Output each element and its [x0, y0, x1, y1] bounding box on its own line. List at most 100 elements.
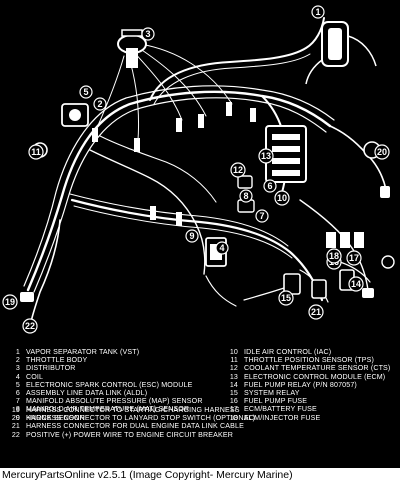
callout-circle — [326, 248, 342, 264]
callout-14: 14 — [348, 276, 364, 292]
legend-item-number: 22 — [11, 430, 20, 439]
legend-item-number: 9 — [15, 413, 20, 422]
legend-item-text: ECM/INJECTOR FUSE — [244, 413, 321, 422]
callout-7: 7 — [255, 209, 269, 223]
harness-main-strand — [33, 97, 327, 293]
legend-item-text: VAPOR SEPARATOR TANK (VST) — [26, 348, 140, 356]
harness-main-strand — [23, 85, 335, 287]
legend-item-text: POSITIVE (+) POWER WIRE TO ENGINE CIRCUI… — [26, 430, 233, 439]
callout-number: 10 — [277, 193, 287, 203]
callout-number: 11 — [31, 147, 41, 157]
harness-injector-loop — [99, 135, 217, 203]
legend-item-text: THROTTLE BODY — [26, 356, 88, 365]
callout-4: 4 — [215, 241, 229, 255]
legend-item-text: HARNESS CONNECTOR TO LANYARD STOP SWITCH… — [26, 414, 256, 423]
throttle-body-part — [61, 103, 89, 127]
legend-item-text: KNOCK SENSOR — [26, 413, 85, 422]
harness-upper-strand — [153, 53, 311, 105]
legend-item-number: 7 — [15, 397, 20, 406]
callout-number: 17 — [349, 253, 359, 263]
plug-wire — [135, 45, 207, 117]
legend-item: 22 POSITIVE (+) POWER WIRE TO ENGINE CIRC… — [6, 431, 396, 439]
callout-2: 2 — [93, 97, 107, 111]
legend-item-text: ECM/BATTERY FUSE — [244, 405, 317, 414]
legend-item-number: 18 — [229, 413, 238, 422]
legend-item-text: COIL — [26, 372, 44, 381]
callout-6: 6 — [263, 179, 277, 193]
callout-21: 21 — [308, 304, 324, 320]
callout-circle — [278, 290, 294, 306]
harness-lower-strand — [69, 193, 289, 247]
wiring-diagram-drawing: 12345678910111213141516171819202122 — [2, 5, 395, 334]
legend-item-text: IDLE AIR CONTROL (IAC) — [244, 348, 332, 356]
harness-lower-strand — [73, 205, 293, 259]
callout-circle — [258, 148, 274, 164]
lead — [339, 261, 371, 283]
legend-item: 18 ECM/INJECTOR FUSE — [224, 414, 400, 422]
callout-8: 8 — [239, 189, 253, 203]
harness-upper — [149, 17, 325, 101]
legend-item-text: DISTRIBUTOR — [26, 364, 76, 373]
callout-number: 14 — [351, 279, 361, 289]
legend-item-text: ELECTRONIC CONTROL MODULE (ECM) — [244, 372, 386, 381]
callout-number: 5 — [83, 87, 88, 97]
callout-3: 3 — [141, 27, 155, 41]
legend-item-number: 12 — [229, 364, 238, 373]
callout-20: 20 — [374, 144, 390, 160]
legend-item-text: MANIFOLD ABSOLUTE PRESSURE (MAP) SENSOR — [26, 397, 203, 406]
callout-circle — [215, 241, 229, 255]
callout-number: 21 — [311, 307, 321, 317]
callout-circle — [141, 27, 155, 41]
fuse-part — [326, 232, 364, 248]
callout-circle — [79, 85, 93, 99]
callout-12: 12 — [230, 162, 246, 178]
harness-right-branch — [329, 125, 387, 191]
callout-number: 22 — [25, 321, 35, 331]
legend-item-number: 19 — [11, 406, 20, 414]
lead — [243, 287, 285, 301]
callout-circle — [346, 250, 362, 266]
callout-circle — [22, 318, 38, 334]
harness-left-drop — [29, 219, 61, 327]
footer-bar: MercuryPartsOnline v2.5.1 (Image Copyrig… — [0, 468, 400, 482]
callout-1: 1 — [311, 5, 325, 19]
callout-5: 5 — [79, 85, 93, 99]
relay-part — [283, 269, 355, 299]
callout-13: 13 — [258, 148, 274, 164]
callout-number: 12 — [233, 165, 243, 175]
legend-item-number: 10 — [229, 348, 238, 356]
legend-item-text: HARNESS CONNECTOR FOR DUAL ENGINE DATA L… — [26, 422, 244, 431]
callout-circle — [239, 189, 253, 203]
harness-lower — [70, 198, 324, 302]
callout-number: 19 — [5, 297, 15, 307]
callout-22: 22 — [22, 318, 38, 334]
legend-item-number: 21 — [11, 422, 20, 431]
legend-item-number: 6 — [15, 388, 20, 397]
plug-wire — [139, 43, 233, 105]
callout-circle — [308, 304, 324, 320]
legend-item-text: ELECTRONIC SPARK CONTROL (ESC) MODULE — [26, 380, 193, 389]
ecm-part — [265, 125, 307, 183]
callout-15: 15 — [278, 290, 294, 306]
legend-item-number: 15 — [229, 388, 238, 397]
callout-number: 18 — [329, 251, 339, 261]
callout-18: 18 — [326, 248, 342, 264]
callout-19: 19 — [2, 294, 18, 310]
distributor-part — [117, 29, 147, 68]
